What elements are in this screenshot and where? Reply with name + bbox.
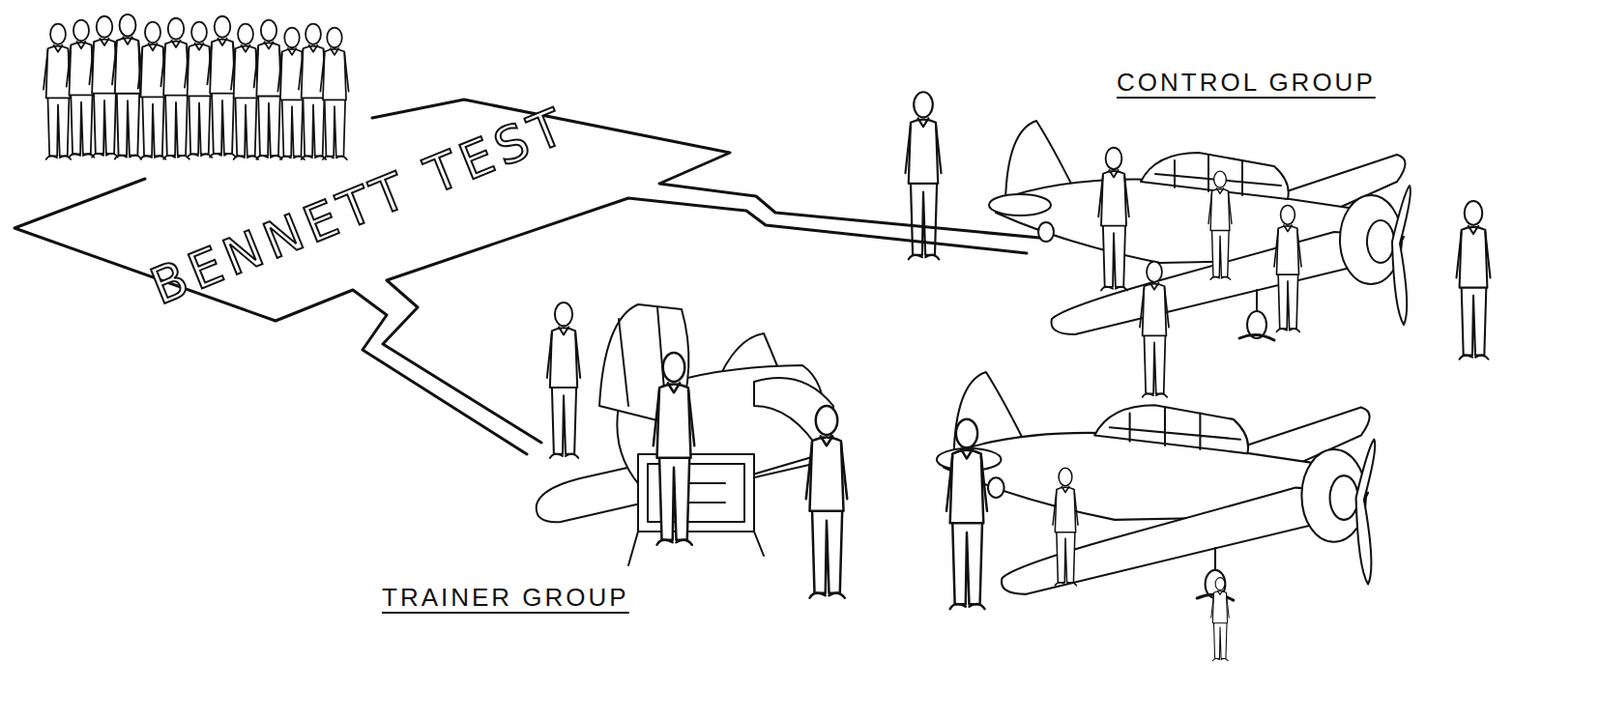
trainer-people [547,302,1229,662]
group-label: CONTROL GROUP [1116,67,1376,98]
path-shape: BENNETT TEST [0,91,1054,465]
waiting-crowd [43,14,350,160]
path-edge [382,198,1027,443]
control-plane [989,120,1411,341]
control-people [905,91,1491,398]
trainer-plane [936,372,1375,601]
group-label: TRAINER GROUP [381,582,630,613]
path-title: BENNETT TEST [143,95,578,317]
cockpit-trainer [536,304,834,566]
